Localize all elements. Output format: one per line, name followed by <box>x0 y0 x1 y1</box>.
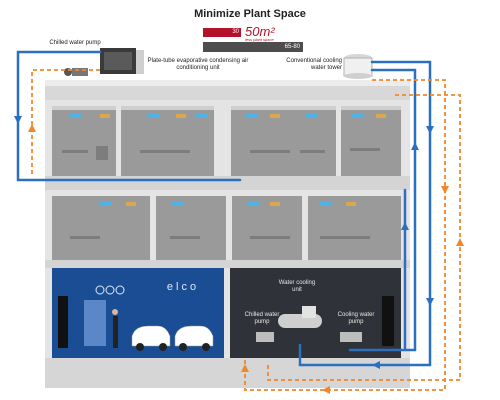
roof-edge <box>45 80 410 86</box>
elco-logo: elco <box>166 281 200 293</box>
cooling-water-pump-label: Cooling water pump <box>337 312 375 325</box>
blue-pipe-return-bottom <box>298 343 432 367</box>
small-area-value: 30 <box>232 29 239 35</box>
condensing-unit-icon <box>100 48 144 74</box>
room-2a <box>52 196 150 260</box>
elco-room-details <box>58 285 214 351</box>
blue-pipe-right-outer <box>370 60 432 367</box>
blue-pipe-right-inner <box>370 68 417 352</box>
blue-flow-arrows <box>14 116 434 369</box>
condensing-unit-label: Plate-tube evaporative condensing air co… <box>147 58 249 71</box>
cooling-tower-label: Conventional cooling water tower <box>286 58 342 71</box>
diagram-title: Minimize Plant Space <box>194 8 306 20</box>
orange-pipe-network <box>31 69 461 391</box>
middle-floor-rooms <box>52 196 401 260</box>
room-2d <box>308 196 401 260</box>
ground-slab <box>45 358 410 388</box>
ceiling-lights <box>70 114 386 206</box>
small-area-bar: 30 Area per m² <box>203 28 241 41</box>
room-2c <box>232 196 302 260</box>
orange-flow-arrows <box>28 124 464 394</box>
plant-room-details <box>256 296 394 346</box>
window-frames <box>52 106 401 110</box>
highlight-value: 50m² <box>245 24 275 39</box>
roof-slab <box>45 84 410 100</box>
office-furniture <box>62 146 380 239</box>
orange-pipe-right-far <box>267 94 461 381</box>
room-1d <box>341 106 401 176</box>
small-area-caption: Area per m² <box>217 36 239 41</box>
chilled-water-pump-top-label: Chilled water pump <box>49 40 101 46</box>
highlight-caption: less plant space <box>245 37 274 42</box>
floor-slab-1 <box>45 176 410 190</box>
orange-pipe-left <box>31 69 100 175</box>
floor-slab-2 <box>45 260 410 268</box>
chilled-water-pump-bottom-label: Chilled water pump <box>244 312 280 325</box>
water-cooling-unit-label: Water cooling unit <box>278 280 316 293</box>
large-area-bar: 65-80 <box>203 42 303 52</box>
large-area-value: 65-80 <box>284 44 300 50</box>
cooling-tower-icon <box>343 54 373 79</box>
room-2b <box>156 196 226 260</box>
